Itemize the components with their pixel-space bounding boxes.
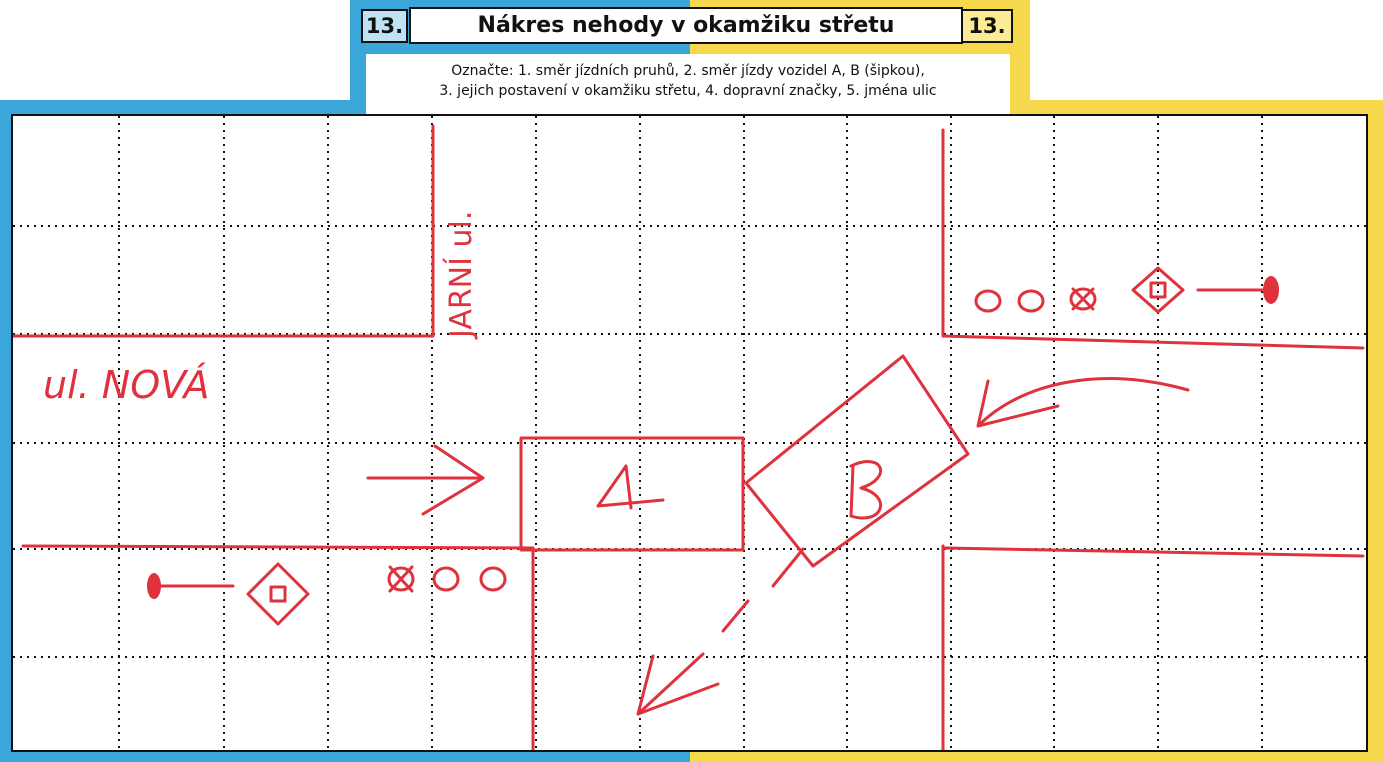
vehicle-a-approach-arrow	[366, 444, 485, 516]
instruction-line-1: Označte: 1. směr jízdních pruhů, 2. směr…	[451, 63, 925, 79]
accident-sketch-area: ul. NOVÁ JARNÍ ul.	[11, 114, 1368, 752]
street-name-jarni: JARNÍ ul.	[443, 211, 479, 340]
vehicle-a	[519, 436, 745, 552]
section-number-left: 13.	[361, 9, 408, 43]
vehicle-b-label	[849, 460, 883, 520]
instructions: Označte: 1. směr jízdních pruhů, 2. směr…	[366, 54, 1010, 116]
vehicle-b-approach-arrow	[976, 377, 1190, 428]
instruction-line-2: 3. jejich postavení v okamžiku střetu, 4…	[439, 83, 937, 99]
dotted-grid	[13, 116, 1366, 750]
sketch-canvas: ul. NOVÁ JARNÍ ul.	[13, 116, 1366, 750]
road-edge-top-left	[13, 124, 435, 338]
stop-line-dot-bottom-left	[147, 573, 161, 599]
section-number-right: 13.	[961, 9, 1013, 43]
road-edge-bottom-right	[941, 544, 1365, 750]
road-edge-top-right	[941, 128, 1365, 350]
section-title: Nákres nehody v okamžiku střetu	[409, 7, 963, 44]
vehicle-a-label	[596, 464, 665, 510]
vehicle-b	[744, 354, 970, 568]
road-edge-bottom-left	[21, 544, 535, 750]
vehicle-b-trajectory-arrow	[636, 547, 805, 716]
street-name-nova: ul. NOVÁ	[43, 363, 210, 407]
stop-sign-top-right	[974, 266, 1270, 314]
stop-line-dot-top-right	[1263, 276, 1279, 304]
stop-sign-bottom-left	[151, 562, 507, 626]
